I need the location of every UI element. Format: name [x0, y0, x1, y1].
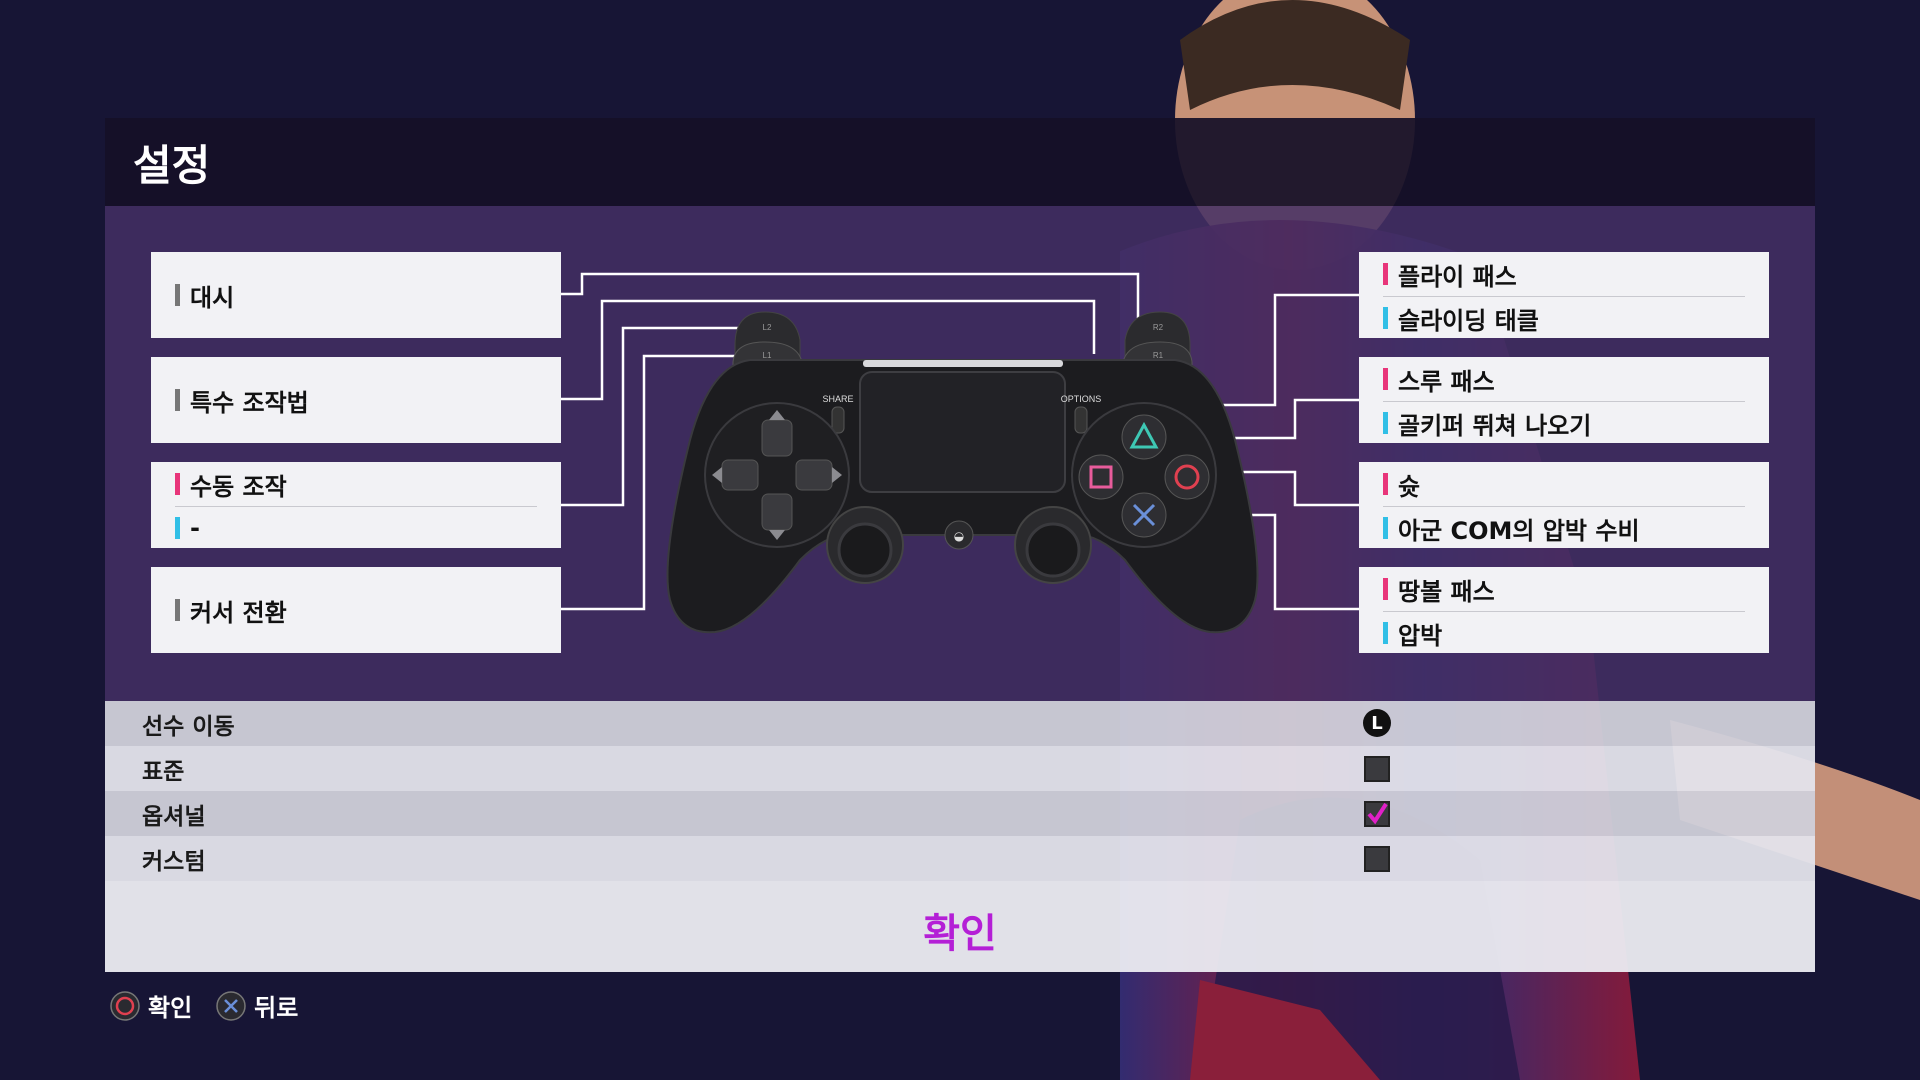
circle-button — [1164, 454, 1210, 500]
mapping-label: 커서 전환 — [190, 598, 287, 627]
mapping-label: 스루 패스 — [1398, 367, 1495, 396]
option-custom[interactable]: 커스텀 — [105, 836, 1815, 881]
l1-label: L1 — [763, 351, 772, 360]
mapping-label: 수동 조작 — [190, 472, 287, 501]
mapping-box-special-controls: 특수 조작법 — [151, 357, 561, 443]
control-type-list: 선수 이동 L 표준 옵셔널 커스텀 — [105, 701, 1815, 881]
checkbox-checked[interactable] — [1364, 801, 1390, 827]
list-header-label: 선수 이동 — [142, 713, 235, 740]
marker-cyan — [1383, 622, 1388, 644]
mapping-box-dash: 대시 — [151, 252, 561, 338]
mapping-label: 특수 조작법 — [190, 388, 309, 417]
l2-label: L2 — [763, 323, 772, 332]
marker-cyan — [175, 517, 180, 539]
mapping-box-through-pass: 스루 패스 골키퍼 뛰쳐 나오기 — [1359, 357, 1769, 443]
option-label: 표준 — [142, 758, 185, 785]
mapping-label: 플라이 패스 — [1398, 262, 1517, 291]
option-label: 커스텀 — [142, 848, 206, 875]
left-stick-badge-icon: L — [1363, 709, 1391, 737]
marker-pink — [1383, 368, 1388, 390]
button-prompts: 확인 뒤로 — [110, 988, 314, 1023]
square-button — [1078, 454, 1124, 500]
marker-pink — [1383, 263, 1388, 285]
marker-cyan — [1383, 307, 1388, 329]
mapping-label: 슬라이딩 태클 — [1398, 306, 1539, 335]
svg-text:◒: ◒ — [954, 529, 964, 543]
triangle-button — [1121, 414, 1167, 460]
marker-gray — [175, 389, 180, 411]
mapping-box-shoot: 슛 아군 COM의 압박 수비 — [1359, 462, 1769, 548]
checkbox-unchecked[interactable] — [1364, 756, 1390, 782]
mapping-label: 대시 — [190, 283, 235, 312]
share-label: SHARE — [822, 394, 853, 404]
gamepad-diagram: L2 R2 L1 R1 SHARE OPTIONS ◒ — [666, 311, 1259, 634]
divider — [1383, 401, 1745, 402]
marker-gray — [175, 599, 180, 621]
mapping-box-manual-control: 수동 조작 - — [151, 462, 561, 548]
prompt-confirm[interactable]: 확인 — [148, 994, 193, 1022]
prompt-back[interactable]: 뒤로 — [254, 994, 299, 1022]
mapping-label: 땅볼 패스 — [1398, 577, 1495, 606]
mapping-box-ground-pass: 땅볼 패스 압박 — [1359, 567, 1769, 653]
mapping-label: 슛 — [1398, 472, 1421, 501]
option-standard[interactable]: 표준 — [105, 746, 1815, 791]
marker-cyan — [1383, 517, 1388, 539]
dpad-down — [761, 493, 793, 531]
list-header-player-movement: 선수 이동 L — [105, 701, 1815, 746]
r1-label: R1 — [1153, 351, 1164, 360]
circle-button-icon — [110, 990, 140, 1021]
mapping-label: 압박 — [1398, 621, 1443, 650]
confirm-button-label: 확인 — [923, 911, 997, 957]
dpad-left — [721, 459, 759, 491]
divider — [175, 506, 537, 507]
marker-cyan — [1383, 412, 1388, 434]
mapping-box-lob-pass: 플라이 패스 슬라이딩 태클 — [1359, 252, 1769, 338]
mapping-box-cursor-switch: 커서 전환 — [151, 567, 561, 653]
option-label: 옵셔널 — [142, 803, 206, 830]
mapping-label: - — [190, 514, 200, 542]
option-optional[interactable]: 옵셔널 — [105, 791, 1815, 836]
marker-pink — [1383, 578, 1388, 600]
marker-gray — [175, 284, 180, 306]
marker-pink — [175, 473, 180, 495]
divider — [1383, 296, 1745, 297]
options-label: OPTIONS — [1061, 394, 1102, 404]
confirm-button[interactable]: 확인 — [105, 881, 1815, 972]
mapping-label: 아군 COM의 압박 수비 — [1398, 516, 1640, 545]
r2-label: R2 — [1153, 323, 1164, 332]
marker-pink — [1383, 473, 1388, 495]
divider — [1383, 506, 1745, 507]
check-icon — [1367, 802, 1388, 825]
divider — [1383, 611, 1745, 612]
dpad-up — [761, 419, 793, 457]
cross-button — [1121, 492, 1167, 538]
mapping-label: 골키퍼 뛰쳐 나오기 — [1398, 411, 1592, 440]
page-title: 설정 — [133, 141, 211, 190]
ps-button — [944, 520, 974, 550]
settings-header: 설정 — [105, 118, 1815, 206]
cross-button-icon — [216, 990, 246, 1021]
checkbox-unchecked[interactable] — [1364, 846, 1390, 872]
dpad-right — [795, 459, 833, 491]
